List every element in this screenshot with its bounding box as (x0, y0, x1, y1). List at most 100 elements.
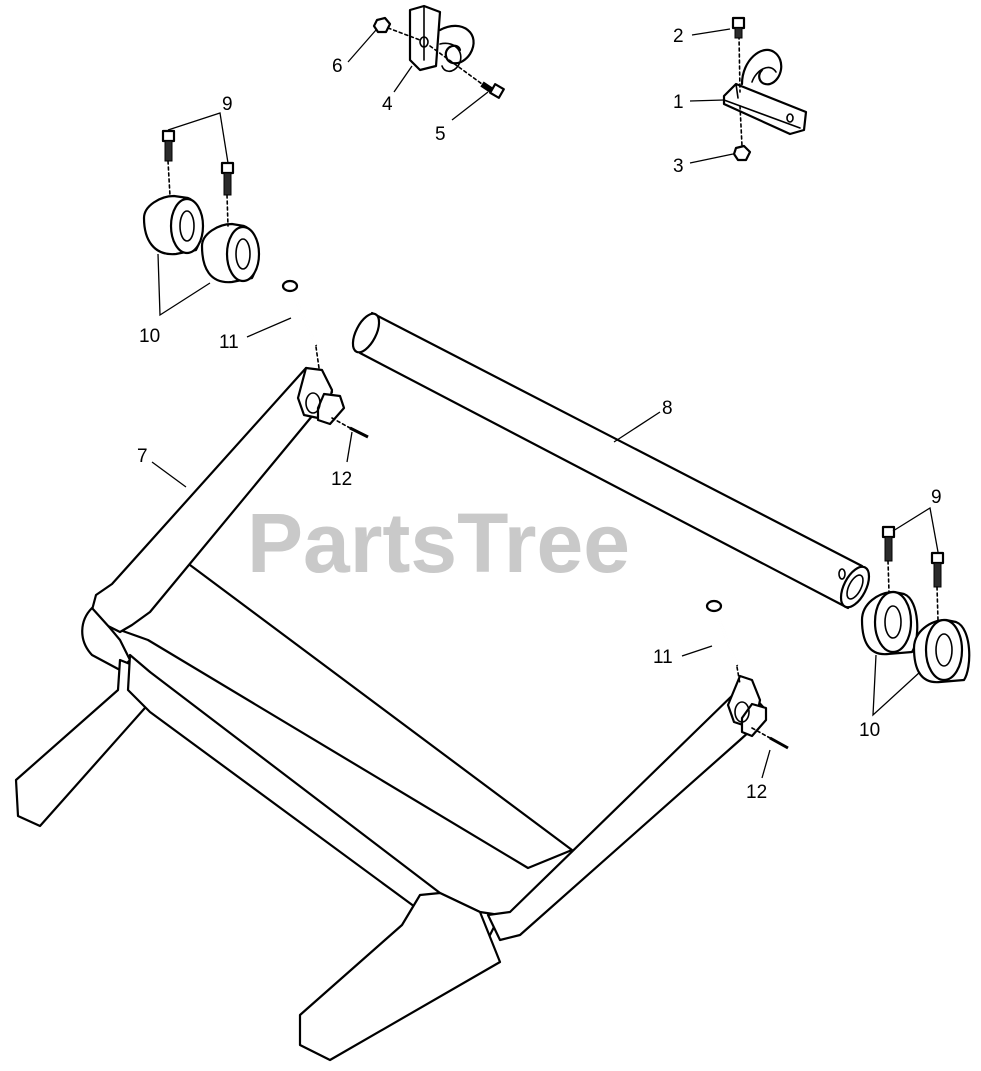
callout-6: 6 (332, 56, 343, 77)
leader-8 (613, 411, 661, 443)
bolt-2-head (731, 16, 746, 30)
cotter-right (769, 736, 789, 750)
callout-4: 4 (382, 94, 393, 115)
callout-7: 7 (137, 446, 148, 467)
callout-11-left: 11 (219, 332, 239, 353)
leader-1 (689, 99, 725, 102)
screw-ul-2-head (220, 161, 235, 175)
leader-9-upper (167, 112, 229, 164)
tube-pin-hole (838, 568, 846, 580)
bracket-1-upright (735, 83, 739, 99)
pin-right-head (705, 599, 723, 613)
leader-2 (691, 28, 731, 36)
bracket-1-hook (740, 48, 783, 86)
part-12-cotter-pins (331, 417, 789, 750)
callout-2: 2 (673, 26, 684, 47)
part-7-frame (14, 366, 768, 1062)
part-3-nut (732, 144, 752, 162)
pin-left-axis (315, 346, 320, 369)
callout-1: 1 (673, 92, 684, 113)
part-1-hook-bracket (722, 35, 808, 147)
callout-10-upper: 10 (139, 326, 160, 347)
screw-ul-1-thread (164, 140, 173, 162)
pin-right-axis (736, 666, 741, 685)
bracket-1-hole (786, 113, 794, 123)
bracket-1-fold (723, 99, 801, 129)
collar-lr-1-face (873, 590, 913, 654)
part-2-bolt (731, 16, 746, 39)
screw-ul-2-axis (226, 194, 229, 227)
bracket-4-bolt-axis (429, 45, 483, 85)
part-9-screws-lower (881, 525, 945, 621)
screw-lr-1-head (881, 525, 896, 539)
bracket-4-nut-axis (387, 27, 421, 41)
screw-lr-1-thread (884, 536, 893, 562)
bracket-1-bolt-axis (738, 35, 741, 93)
pin-left-head (281, 279, 299, 293)
callout-5: 5 (435, 124, 446, 145)
leader-3 (689, 153, 734, 164)
bracket-4-hook (438, 24, 475, 65)
leader-lines (151, 28, 939, 779)
part-6-nut (372, 16, 392, 34)
frame-right-leg (298, 891, 502, 1062)
screw-ul-1-head (161, 129, 176, 143)
screw-ul-1-axis (167, 160, 171, 197)
screw-lr-2-head (930, 551, 945, 565)
part-10-collars-upper (142, 194, 261, 284)
pin-right-shaft-fill (712, 606, 739, 666)
part-4-hook-bracket (387, 4, 483, 85)
callout-12-left: 12 (331, 469, 352, 490)
watermark-text: PartsTree (247, 496, 630, 590)
pin-left-shaft-fill (288, 286, 318, 346)
frame-right-clevis-lower (740, 702, 768, 738)
bolt-2-thread (734, 27, 743, 39)
frame-right-arm (486, 686, 766, 942)
bracket-4-hook-inner (439, 42, 462, 73)
collar-ul-1-face (169, 197, 205, 255)
bracket-1-nut-axis (739, 105, 743, 147)
callout-12-right: 12 (746, 782, 767, 803)
frame-left-clevis-hole (305, 392, 321, 414)
callout-9-upper: 9 (222, 94, 233, 115)
callout-11-right: 11 (653, 647, 673, 668)
screw-lr-2-thread (933, 562, 942, 588)
callout-10-lower: 10 (859, 720, 880, 741)
collar-ul-1-bore (179, 210, 195, 242)
callouts: 2 1 3 6 4 5 9 10 11 12 7 8 9 10 11 12 (137, 26, 942, 803)
bracket-4-plate (408, 4, 442, 72)
leader-12-right (761, 749, 771, 779)
leader-5 (451, 91, 489, 121)
collar-lr-2-bore (935, 633, 953, 667)
part-10-collars-lower (860, 590, 971, 684)
watermark: PartsTree TM (247, 496, 719, 590)
frame-right-clevis-hole (734, 701, 750, 723)
cotter-left (349, 426, 369, 439)
nut-6 (372, 16, 392, 34)
collar-lr-1-bore (884, 605, 902, 639)
cotter-left-axis (331, 417, 351, 429)
bolt-5-head (489, 83, 505, 99)
cotter-right-axis (751, 727, 771, 739)
screw-lr-2-axis (936, 586, 939, 621)
frame-left-elbow (81, 606, 132, 672)
collar-lr-2-face (924, 618, 964, 682)
callout-3: 3 (673, 156, 684, 177)
leader-10-upper (157, 253, 211, 317)
leader-10-lower (872, 654, 921, 717)
leader-11-right (681, 645, 713, 657)
leader-12-left (346, 431, 353, 463)
leader-11-left (246, 317, 292, 338)
screw-lr-1-axis (887, 560, 890, 593)
collar-ul-2-bore (235, 238, 251, 270)
leader-9-lower (892, 506, 939, 553)
part-5-bolt (480, 81, 505, 99)
collar-ul-2-face (225, 225, 261, 283)
callout-8: 8 (662, 398, 673, 419)
nut-3 (732, 144, 752, 162)
part-8-tube (351, 311, 871, 610)
frame-left-clevis-lower (316, 392, 346, 426)
leader-4 (393, 65, 413, 93)
